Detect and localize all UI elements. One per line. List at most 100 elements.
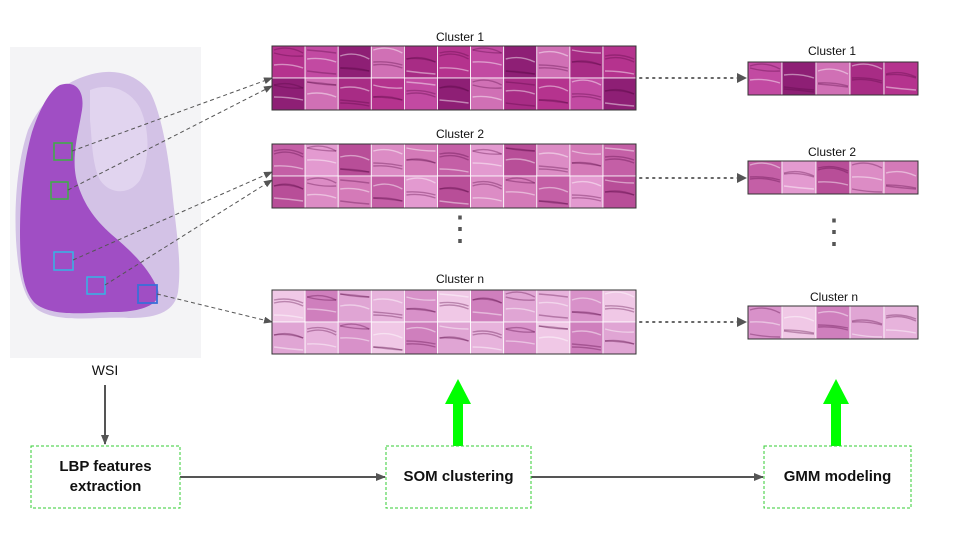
gmm-tile [815,305,851,340]
som-tile [337,77,372,111]
som-tile [337,321,372,355]
som-cluster-frame-2 [271,143,637,209]
dotted-arrowheads [737,73,747,327]
som-tile [569,175,604,209]
connector-5 [156,293,273,324]
som-tile [503,143,538,177]
som-cluster-grids [271,45,637,355]
gmm-box [763,445,912,509]
som-tile [569,321,604,355]
som-tile [602,77,637,111]
som-tile [403,77,438,111]
som-cluster-frame-1 [271,45,637,111]
som-cluster-1-label: Cluster 1 [435,30,485,44]
som-tile [271,289,306,323]
roi-green-2 [50,181,69,200]
som-tile [337,45,372,79]
connector-4 [104,179,273,286]
som-tile [470,45,505,79]
gmm-cluster-1-label: Cluster 1 [807,44,857,58]
gmm-tile [781,61,817,96]
som-tile [337,289,372,323]
som-tile [271,143,306,177]
gmm-cluster-2-label: Cluster 2 [807,145,857,159]
som-tile [437,175,471,209]
som-tile [271,77,306,111]
gmm-tile [747,305,783,340]
som-tile [503,77,538,111]
pipeline-boxes [30,445,912,509]
up-arrows [445,379,849,447]
som-tile [470,289,505,323]
gmm-tile [849,160,885,195]
som-tile [304,143,339,177]
connector-2 [67,85,273,191]
gmm-cluster-n-label: Cluster n [809,290,859,304]
gmm-tile [781,305,817,340]
som-tile [437,77,471,111]
som-tile [536,45,571,79]
pipeline-arrows [101,385,764,481]
connector-1 [71,77,273,152]
som-tile [304,289,339,323]
som-tile [304,77,339,111]
som-tile [437,289,471,323]
wsi-image [10,47,201,358]
som-tile [602,175,637,209]
som-tile [403,143,438,177]
som-tile [370,289,405,323]
gmm-tile [849,61,885,96]
som-tile [503,321,538,355]
som-tile [337,175,372,209]
som-tile [569,143,604,177]
gmm-tile [747,61,783,96]
som-tile [470,321,505,355]
som-tile [337,143,372,177]
som-tile [569,77,604,111]
lbp-box [30,445,181,509]
arrowhead-2 [737,173,747,183]
som-tile [503,175,538,209]
som-tile [271,45,306,79]
som-box-label: SOM clustering [403,468,514,485]
gmm-tile [747,160,783,195]
gmm-tile [883,160,919,195]
gmm-tile [883,61,919,96]
som-tile [602,321,637,355]
up-arrow-som [445,379,471,447]
som-cluster-n-label: Cluster n [435,272,485,286]
gmm-cluster-strips [747,61,919,340]
som-cluster-frame-3 [271,289,637,355]
som-tile [370,175,405,209]
som-tile [271,321,306,355]
som-tile [536,289,571,323]
lbp-box-label: LBP features extraction [59,458,152,495]
wsi-tissue-light [90,86,148,192]
gmm-cluster-frame-2 [747,160,919,195]
som-tile [503,289,538,323]
up-arrow-gmm [823,379,849,447]
som-tile [403,289,438,323]
som-cluster-2-label: Cluster 2 [435,127,485,141]
som-tile [403,175,438,209]
som-tile [437,45,471,79]
som-tile [470,143,505,177]
roi-connectors [67,77,273,324]
som-tile [304,175,339,209]
gmm-ellipsis: ⋮ [817,213,851,251]
som-tile [536,175,571,209]
gmm-cluster-frame-3 [747,305,919,340]
som-tile [370,143,405,177]
som-tile [304,321,339,355]
roi-green-1 [53,142,73,161]
som-box [385,445,532,509]
som-tile [569,289,604,323]
som-ellipsis: ⋮ [443,210,477,248]
som-tile [503,45,538,79]
som-tile [370,45,405,79]
som-tile [437,321,471,355]
som-tile [536,321,571,355]
som-tile [470,77,505,111]
